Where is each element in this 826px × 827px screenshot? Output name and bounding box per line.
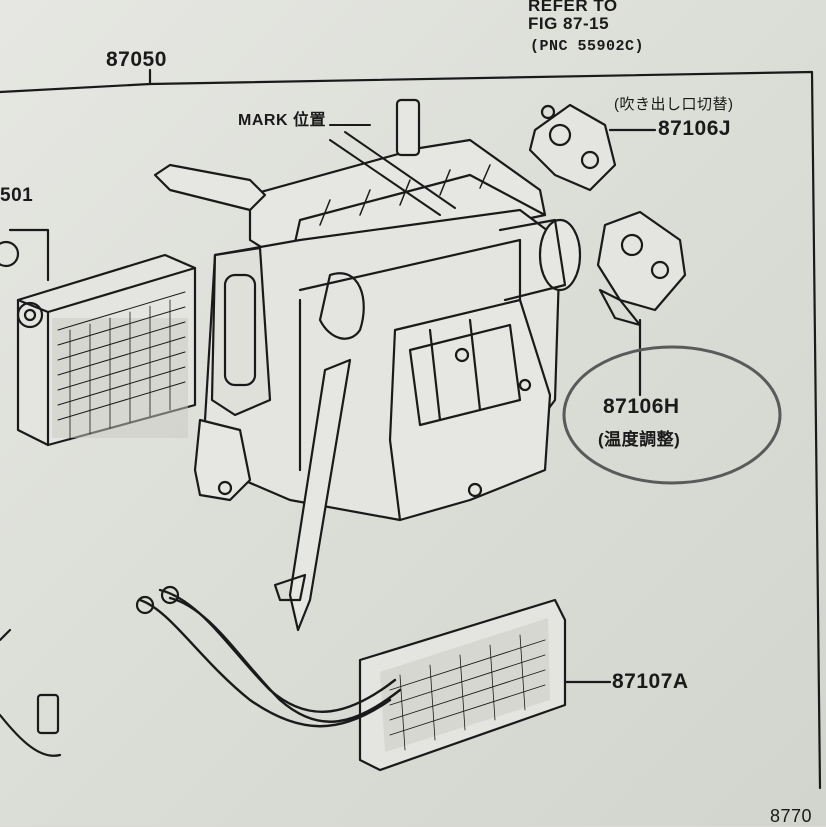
part-number-87106j: 87106J <box>658 117 732 140</box>
servo-87106h-illustration <box>596 210 687 397</box>
part-number-evaporator-partial: 501 <box>0 185 34 206</box>
pencil-highlight-circle <box>562 345 782 485</box>
refer-line-3: (PNC 55902C) <box>530 38 645 55</box>
servo-h-note: (温度調整) <box>598 430 681 449</box>
heater-core-illustration <box>135 585 612 772</box>
servo-j-note: (吹き出し口切替) <box>614 96 734 113</box>
servo-87106j-illustration <box>528 103 657 192</box>
wire-connector-fragment <box>0 628 62 757</box>
frame-border <box>0 68 822 790</box>
mark-position-label: MARK 位置 <box>238 112 326 129</box>
refer-line-1: REFER TO <box>528 0 618 15</box>
part-number-87107a: 87107A <box>612 670 689 693</box>
evaporator-illustration <box>0 228 197 447</box>
part-number-corner-partial: 8770 <box>770 806 813 826</box>
hvac-unit-illustration <box>153 98 582 632</box>
part-number-87106h: 87106H <box>603 395 680 418</box>
part-number-87050: 87050 <box>106 48 167 71</box>
refer-line-2: FIG 87-15 <box>528 14 610 33</box>
